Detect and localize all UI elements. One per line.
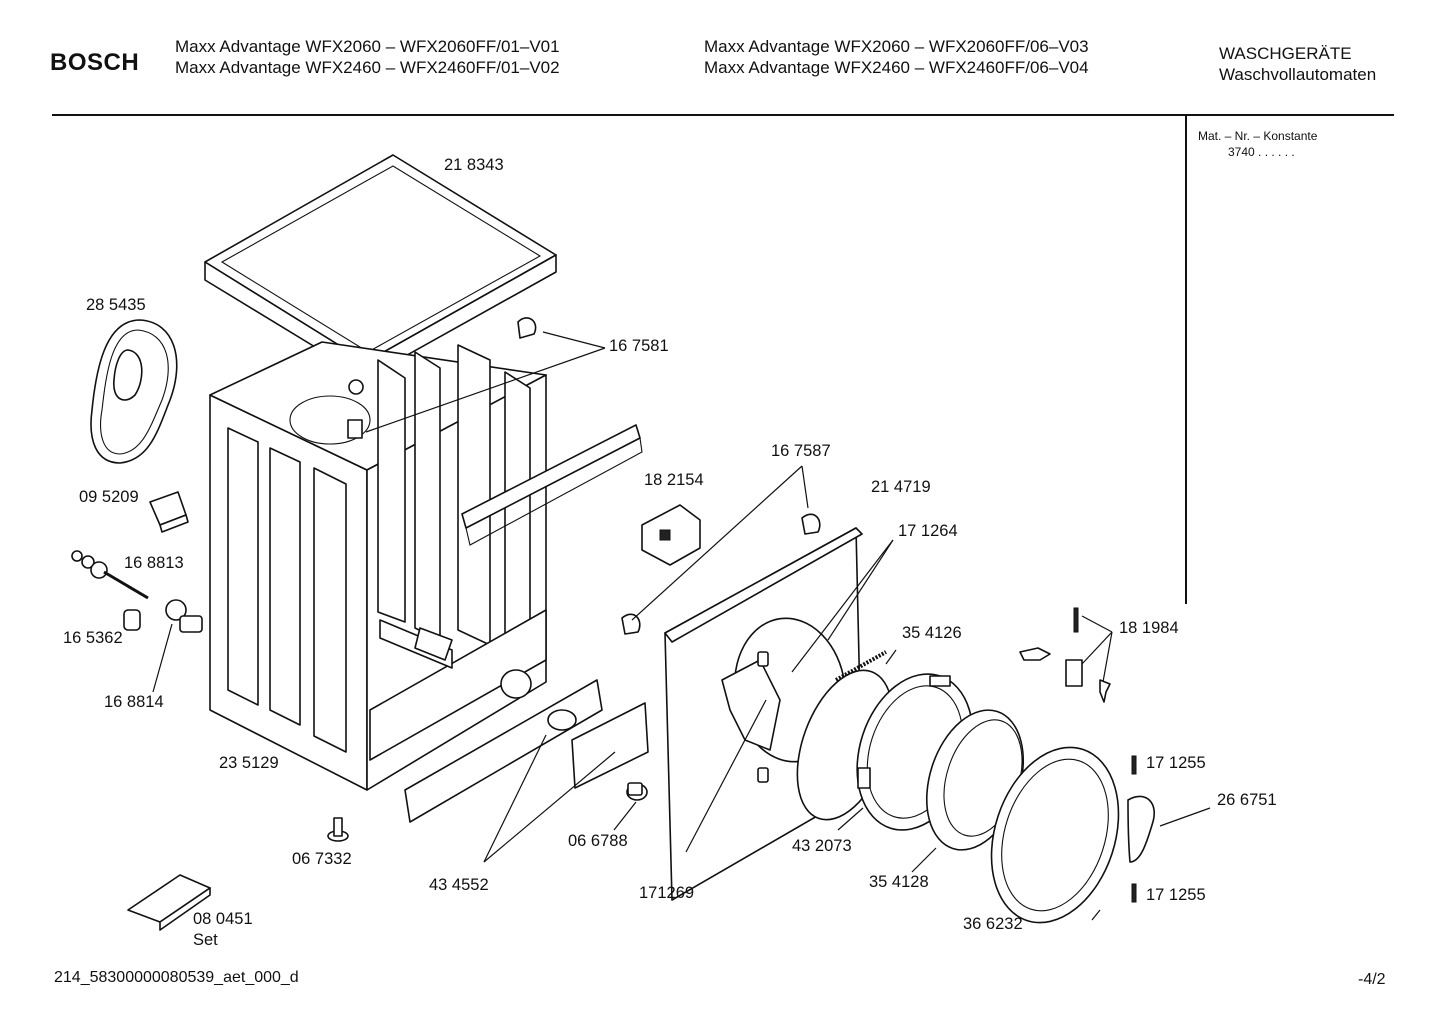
part-label: 35 4126 [902, 624, 962, 642]
model-line: Maxx Advantage WFX2060 – WFX2060FF/01–V0… [175, 37, 560, 56]
door-handle-part [1127, 795, 1155, 863]
part-label: 23 5129 [219, 754, 279, 772]
part-label: 16 8814 [104, 693, 164, 711]
clip-167581-part [517, 317, 537, 339]
cap-165362-part [123, 609, 141, 631]
spring-354126-part [835, 650, 887, 682]
transport-bracket-080451-part [127, 874, 211, 931]
model-line: Maxx Advantage WFX2460 – WFX2460FF/06–V0… [704, 58, 1089, 77]
part-label: 17 1255 [1146, 754, 1206, 772]
part-label: 18 2154 [644, 471, 704, 489]
part-label: 171269 [639, 884, 695, 902]
part-label: 06 7332 [292, 850, 352, 868]
valve-066788-part [626, 782, 648, 801]
foot-067332-part [327, 817, 349, 842]
cabinet-housing-part [209, 341, 547, 791]
pin-181984-part [1019, 607, 1111, 703]
part-label: 16 5362 [63, 629, 123, 647]
part-label: 21 4719 [871, 478, 931, 496]
category-title: WASCHGERÄTE [1219, 44, 1352, 63]
part-label: 18 1984 [1119, 619, 1179, 637]
model-line: Maxx Advantage WFX2460 – WFX2460FF/01–V0… [175, 58, 560, 77]
leader-lines [152, 331, 1211, 921]
category-block: WASCHGERÄTE Waschvollautomaten [1219, 43, 1376, 85]
clip-095209-part [149, 491, 189, 533]
side-panel-divider [1185, 116, 1187, 604]
material-number-label: Mat. – Nr. – Konstante [1198, 129, 1318, 143]
part-label: 43 4552 [429, 876, 489, 894]
part-label: 06 6788 [568, 832, 628, 850]
pin-171255-part [1131, 755, 1137, 903]
foot-168814-part [165, 599, 203, 633]
rear-cover-part [90, 319, 178, 464]
part-label: 16 8813 [124, 554, 184, 572]
part-label-note: Set [193, 931, 218, 949]
part-label: 08 0451 [193, 910, 253, 928]
model-line: Maxx Advantage WFX2060 – WFX2060FF/06–V0… [704, 37, 1089, 56]
part-label: 35 4128 [869, 873, 929, 891]
part-label: 17 1255 [1146, 886, 1206, 904]
part-label: 43 2073 [792, 837, 852, 855]
document-id: 214_58300000080539_aet_000_d [54, 969, 299, 986]
screw-168813-part [71, 550, 149, 600]
header-divider [52, 114, 1394, 116]
part-label: 26 6751 [1217, 791, 1277, 809]
hinge-clip-167587-part [621, 513, 821, 635]
model-list-left: Maxx Advantage WFX2060 – WFX2060FF/01–V0… [175, 36, 560, 78]
brand-logo: BOSCH [50, 49, 140, 76]
top-cover-part [204, 154, 557, 379]
category-subtitle: Waschvollautomaten [1219, 65, 1377, 84]
part-label: 36 6232 [963, 915, 1023, 933]
model-list-right: Maxx Advantage WFX2060 – WFX2060FF/06–V0… [704, 36, 1089, 78]
part-label: 17 1264 [898, 522, 958, 540]
door-lock-part [641, 504, 701, 566]
part-label: 28 5435 [86, 296, 146, 314]
part-label: 21 8343 [444, 156, 504, 174]
cross-strut-part [461, 424, 643, 546]
part-label: 16 7581 [609, 337, 669, 355]
material-number-value: 3740 . . . . . . [1228, 145, 1295, 159]
kickboard-part [404, 679, 649, 823]
part-label: 09 5209 [79, 488, 139, 506]
door-outer-ring-part [990, 746, 1120, 924]
part-label: 16 7587 [771, 442, 831, 460]
page-number: -4/2 [1358, 971, 1386, 988]
